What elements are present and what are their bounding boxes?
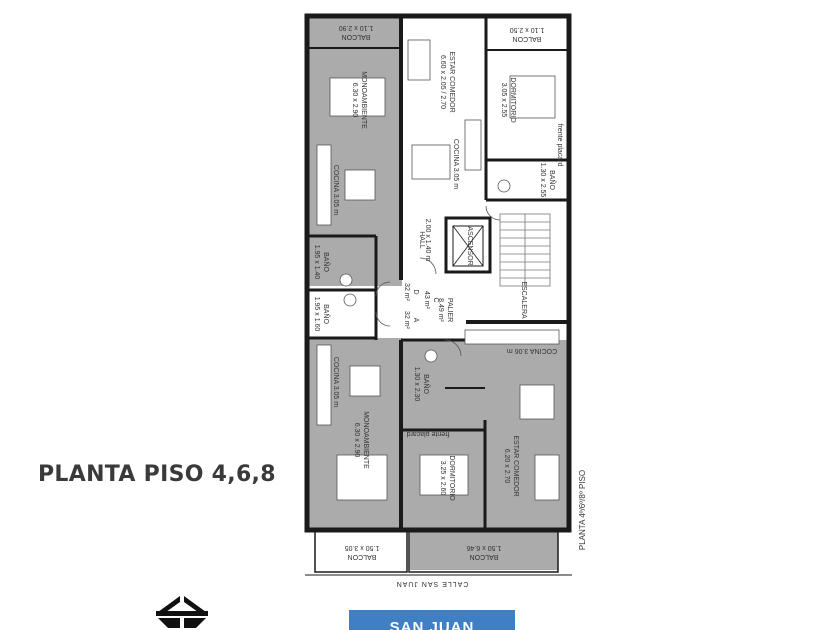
estar-bottom-dims: 6.20 x 2.70	[503, 449, 510, 484]
dormitorio-top-dims: 3.05 x 2.55	[500, 83, 507, 118]
bano-left-1-name: BAÑO	[322, 252, 331, 272]
cocina-top-left: COCINA 3.05 m	[332, 165, 339, 215]
cocina-bottom-right: COCINA 3.06 m	[507, 347, 557, 354]
monoambiente-top-name: MONOAMBIENTE	[360, 71, 367, 129]
bano-bottom-name: BAÑO	[422, 374, 431, 394]
estar-bottom-name: ESTAR COMEDOR	[512, 435, 519, 496]
bano-top-right-dims: 1.30 x 2.55	[539, 163, 546, 198]
balcon-bottom-right-name: BALCON	[470, 553, 499, 560]
estar-top-name: ESTAR COMEDOR	[448, 51, 455, 112]
palier-area: 8.49 m²	[437, 298, 444, 322]
palier-name: PALIER	[446, 298, 453, 322]
monoambiente-bottom-name: MONOAMBIENTE	[362, 411, 369, 469]
unit-d-letter: D	[412, 289, 419, 294]
bed-top	[329, 77, 386, 117]
unit-d-area: 32 m²	[403, 283, 410, 302]
bano-left-2-name: BAÑO	[322, 304, 331, 324]
dormitorio-bottom-dims: 3.25 x 2.60	[439, 461, 446, 496]
frente-placard-top: frente placard	[556, 124, 563, 167]
hall-dims: 2.00 x 1.40 m	[424, 219, 431, 262]
unit-a-letter: A	[412, 318, 419, 323]
elevator	[444, 216, 492, 274]
unit-c-letter: C	[432, 297, 439, 302]
balcon-bottom-left-dims: 1.50 x 3.05	[345, 544, 380, 551]
street-label: CALLE SAN JUAN	[396, 580, 469, 587]
balcon-top-left-name: BALCON	[342, 33, 371, 40]
dormitorio-top-name: DORMITORIO	[509, 77, 516, 123]
walls	[304, 13, 572, 576]
stairs	[499, 213, 551, 287]
door-swings	[375, 205, 501, 357]
bano-left-1-dims: 1.95 x 1.40	[313, 245, 320, 280]
bano-left-2-dims: 1.95 x 1.60	[313, 297, 320, 332]
balcon-top-right-dims: 1.10 x 2.50	[510, 26, 545, 33]
monoambiente-top-dims: 6.30 x 2.90	[351, 83, 358, 118]
balcony-top-left-fill	[313, 18, 398, 46]
balcon-top-right-name: BALCON	[513, 35, 542, 42]
balcon-top-left-dims: 1.10 x 2.90	[339, 24, 374, 31]
frente-placard-bottom: frente placard	[406, 430, 449, 437]
balcony-bottom-right-fill	[410, 530, 558, 570]
unit-a-area: 32 m²	[403, 311, 410, 330]
furniture	[316, 39, 560, 501]
unit-c-area: 43 m²	[423, 291, 430, 310]
monoambiente-bottom-dims: 6.30 x 2.90	[353, 423, 360, 458]
cocina-bottom-left: COCINA 3.05 m	[332, 357, 339, 407]
balcon-bottom-right-dims: 1.50 x 6.46	[467, 544, 502, 551]
estar-top-dims: 6.60 x 2.05 / 2.70	[439, 55, 446, 109]
plan-caption: PLANTA 4º/6º/8º PISO	[578, 470, 587, 550]
room-labels: BALCON 1.10 x 2.90 BALCON 1.10 x 2.50 MO…	[313, 24, 587, 587]
bano-top-right-name: BAÑO	[548, 170, 557, 190]
escalera-label: ESCALERA	[520, 281, 527, 319]
floor-title: PLANTA PISO 4,6,8	[38, 462, 276, 487]
dormitorio-bottom-name: DORMITORIO	[448, 455, 455, 501]
ascensor-label: ASCENSOR	[466, 226, 473, 265]
bano-bottom-dims: 1.30 x 2.30	[413, 367, 420, 402]
street-banner: SAN JUAN	[349, 610, 515, 630]
hall-name: HALL	[418, 231, 425, 249]
bed-bottom	[336, 454, 388, 501]
cocina-top-center: COCINA 3.05 m	[452, 139, 459, 189]
unit-fills	[309, 18, 567, 570]
balcon-bottom-left-name: BALCON	[348, 553, 377, 560]
brand-logo	[156, 596, 208, 628]
